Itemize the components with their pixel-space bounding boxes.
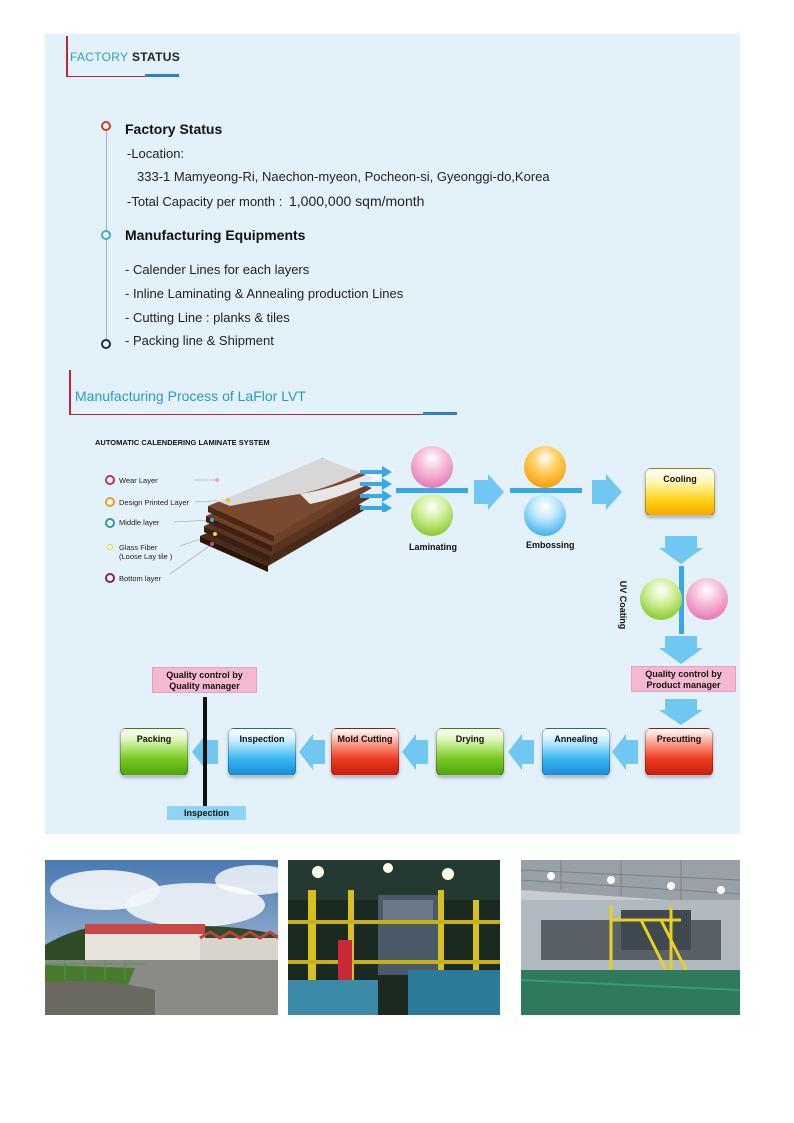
- capacity-label: -Total Capacity per month :: [127, 194, 283, 209]
- arrow-down-icon: [659, 699, 703, 725]
- laminating-roller-bottom: [411, 494, 453, 536]
- factory-exterior-photo: [45, 860, 278, 1015]
- annealing-label: Annealing: [554, 734, 598, 744]
- cooling-step: Cooling: [645, 468, 715, 516]
- embossing-roller-top: [524, 446, 566, 488]
- laminate-layers-illustration: [169, 456, 396, 575]
- layer-ring-wear: [105, 475, 115, 485]
- laminating-feed-line: [396, 488, 468, 493]
- drying-label: Drying: [455, 734, 485, 744]
- mold-cutting-step: Mold Cutting: [331, 728, 399, 776]
- flow-arrows-blue: [360, 466, 392, 512]
- layer-ring-design: [105, 497, 115, 507]
- arrow-left-icon: [612, 734, 638, 770]
- annealing-step: Annealing: [542, 728, 610, 776]
- factory-production-line-photo: [521, 860, 740, 1015]
- embossing-label: Embossing: [526, 540, 575, 550]
- process-underline: [69, 414, 457, 415]
- arrow-right-icon: [592, 474, 622, 510]
- precutting-step: Precutting: [645, 728, 713, 776]
- header-accent-bar: [66, 36, 68, 76]
- qc-connector-line: [203, 697, 207, 809]
- page-title-part1: FACTORY: [70, 50, 129, 64]
- location-label: -Location:: [127, 146, 185, 161]
- qc-quality-line2: Quality manager: [169, 681, 240, 691]
- equipment-item: - Inline Laminating & Annealing producti…: [125, 286, 404, 301]
- laminating-roller-top: [411, 446, 453, 488]
- equipment-item: - Packing line & Shipment: [125, 333, 274, 348]
- process-title: Manufacturing Process of LaFlor LVT: [75, 388, 306, 404]
- system-title: AUTOMATIC CALENDERING LAMINATE SYSTEM: [95, 438, 270, 447]
- qc-quality-manager-box: Quality control by Quality manager: [152, 667, 257, 693]
- timeline-dot-red: [101, 121, 111, 131]
- layer-label-middle: Middle layer: [119, 518, 160, 527]
- mold-cutting-label: Mold Cutting: [337, 734, 393, 744]
- embossing-roller-bottom: [524, 494, 566, 536]
- equipments-heading: Manufacturing Equipments: [125, 227, 306, 243]
- content-panel: [45, 34, 740, 834]
- layer-label-wear: Wear Layer: [119, 476, 158, 485]
- layer-label-glass: Glass Fiber: [119, 543, 158, 552]
- qc-product-line1: Quality control by: [645, 669, 722, 679]
- arrow-left-icon: [299, 734, 325, 770]
- inspection-label-box: Inspection: [167, 806, 246, 820]
- arrow-right-icon: [474, 474, 504, 510]
- inspection-step-label: Inspection: [239, 734, 285, 744]
- layer-label-bottom: Bottom layer: [119, 574, 162, 583]
- process-accent-bar: [69, 370, 71, 414]
- capacity-value: 1,000,000 sqm/month: [288, 193, 425, 209]
- header-blue-accent: [145, 74, 179, 77]
- laminating-label: Laminating: [409, 542, 458, 552]
- factory-status-heading: Factory Status: [125, 121, 223, 137]
- arrow-down-icon: [659, 536, 703, 564]
- packing-step: Packing: [120, 728, 188, 776]
- arrow-down-icon: [659, 636, 703, 664]
- timeline-dot-cyan: [101, 230, 111, 240]
- layer-ring-bottom: [105, 573, 115, 583]
- layer-label-design: Design Printed Layer: [119, 498, 190, 507]
- drying-step: Drying: [436, 728, 504, 776]
- equipment-item: - Calender Lines for each layers: [125, 262, 310, 277]
- header-underline: [66, 76, 178, 77]
- uv-coating-label: UV Coating: [618, 580, 628, 630]
- inspection-step: Inspection: [228, 728, 296, 776]
- address-text: 333-1 Mamyeong-Ri, Naechon-myeon, Pocheo…: [137, 169, 550, 184]
- packing-label: Packing: [136, 734, 172, 744]
- arrow-left-icon: [508, 734, 534, 770]
- factory-machinery-photo: [288, 860, 500, 1015]
- arrow-left-icon: [402, 734, 428, 770]
- uv-roller-left: [640, 578, 682, 620]
- layer-ring-middle: [105, 518, 115, 528]
- process-blue-accent: [423, 412, 457, 415]
- capacity-row: -Total Capacity per month : 1,000,000 sq…: [127, 193, 424, 209]
- cooling-label: Cooling: [663, 474, 697, 484]
- timeline-dot-navy: [101, 339, 111, 349]
- qc-product-line2: Product manager: [646, 680, 721, 690]
- layer-label-glass-sub: (Loose Lay tile ): [119, 552, 173, 561]
- page-title: FACTORY STATUS: [70, 50, 180, 64]
- equipment-item: - Cutting Line : planks & tiles: [125, 310, 290, 325]
- qc-quality-line1: Quality control by: [166, 670, 243, 680]
- uv-roller-right: [686, 578, 728, 620]
- page-title-part2: STATUS: [131, 50, 181, 64]
- precutting-label: Precutting: [656, 734, 702, 744]
- layer-ring-glass: [107, 544, 113, 550]
- qc-product-manager-box: Quality control by Product manager: [631, 666, 736, 692]
- embossing-feed-line: [510, 488, 582, 493]
